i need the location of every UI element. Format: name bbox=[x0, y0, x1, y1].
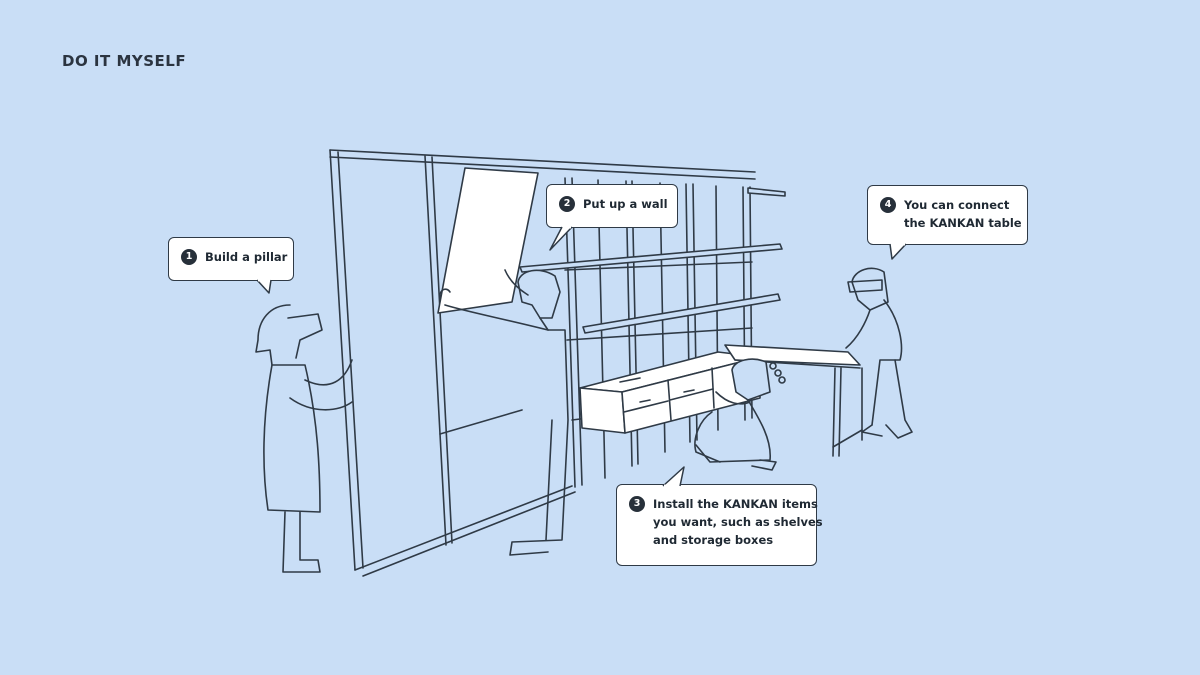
step-2-badge: 2 bbox=[559, 196, 575, 212]
step-2-text: Put up a wall bbox=[583, 197, 668, 211]
person-1 bbox=[255, 304, 353, 573]
step-3-callout: 3 Install the KANKAN items you want, suc… bbox=[616, 484, 823, 566]
step-4-badge: 4 bbox=[880, 197, 896, 213]
step-1-tail bbox=[256, 278, 272, 294]
person-4 bbox=[845, 267, 913, 439]
step-1-badge: 1 bbox=[181, 249, 197, 265]
storage-boxes bbox=[579, 351, 761, 434]
page-title: DO IT MYSELF bbox=[62, 52, 187, 70]
step-3-tail bbox=[662, 466, 685, 488]
step-3-badge: 3 bbox=[629, 496, 645, 512]
step-2-tail bbox=[549, 225, 573, 251]
step-1-text: Build a pillar bbox=[205, 250, 288, 264]
step-1-callout: 1 Build a pillar bbox=[168, 237, 294, 281]
person-3 bbox=[694, 358, 786, 471]
step-4-tail bbox=[889, 242, 907, 260]
shelves bbox=[519, 187, 786, 334]
step-4-text: You can connect the KANKAN table bbox=[904, 198, 1022, 230]
step-2-callout: 2 Put up a wall bbox=[546, 184, 678, 228]
wall-panel bbox=[437, 167, 539, 314]
step-3-text: Install the KANKAN items you want, such … bbox=[653, 497, 823, 547]
step-4-callout: 4 You can connect the KANKAN table bbox=[867, 185, 1028, 245]
person-2 bbox=[438, 269, 569, 556]
